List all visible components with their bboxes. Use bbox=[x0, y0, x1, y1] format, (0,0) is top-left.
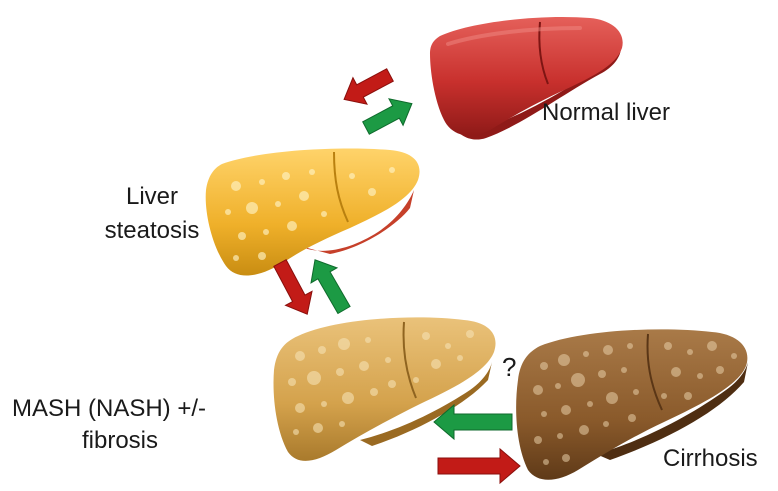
steatosis-label-line2: steatosis bbox=[96, 216, 208, 246]
arrow-steatosis-to-mash bbox=[267, 256, 321, 321]
steatosis-label-line1: Liver bbox=[96, 182, 208, 212]
arrow-mash-to-cirrhosis bbox=[438, 449, 520, 483]
question-mark-label: ? bbox=[502, 352, 516, 382]
mash-liver-illustration bbox=[274, 317, 496, 460]
arrow-steatosis-to-normal bbox=[359, 90, 419, 141]
arrow-mash-to-steatosis bbox=[302, 252, 357, 317]
steatosis-liver-illustration bbox=[206, 149, 420, 276]
mash-label-line1: MASH (NASH) +/- bbox=[12, 394, 206, 424]
normal-liver-label: Normal liver bbox=[542, 98, 670, 128]
mash-label-line2: fibrosis bbox=[60, 426, 180, 456]
cirrhosis-label: Cirrhosis bbox=[663, 444, 758, 474]
arrow-normal-to-steatosis bbox=[337, 62, 397, 113]
